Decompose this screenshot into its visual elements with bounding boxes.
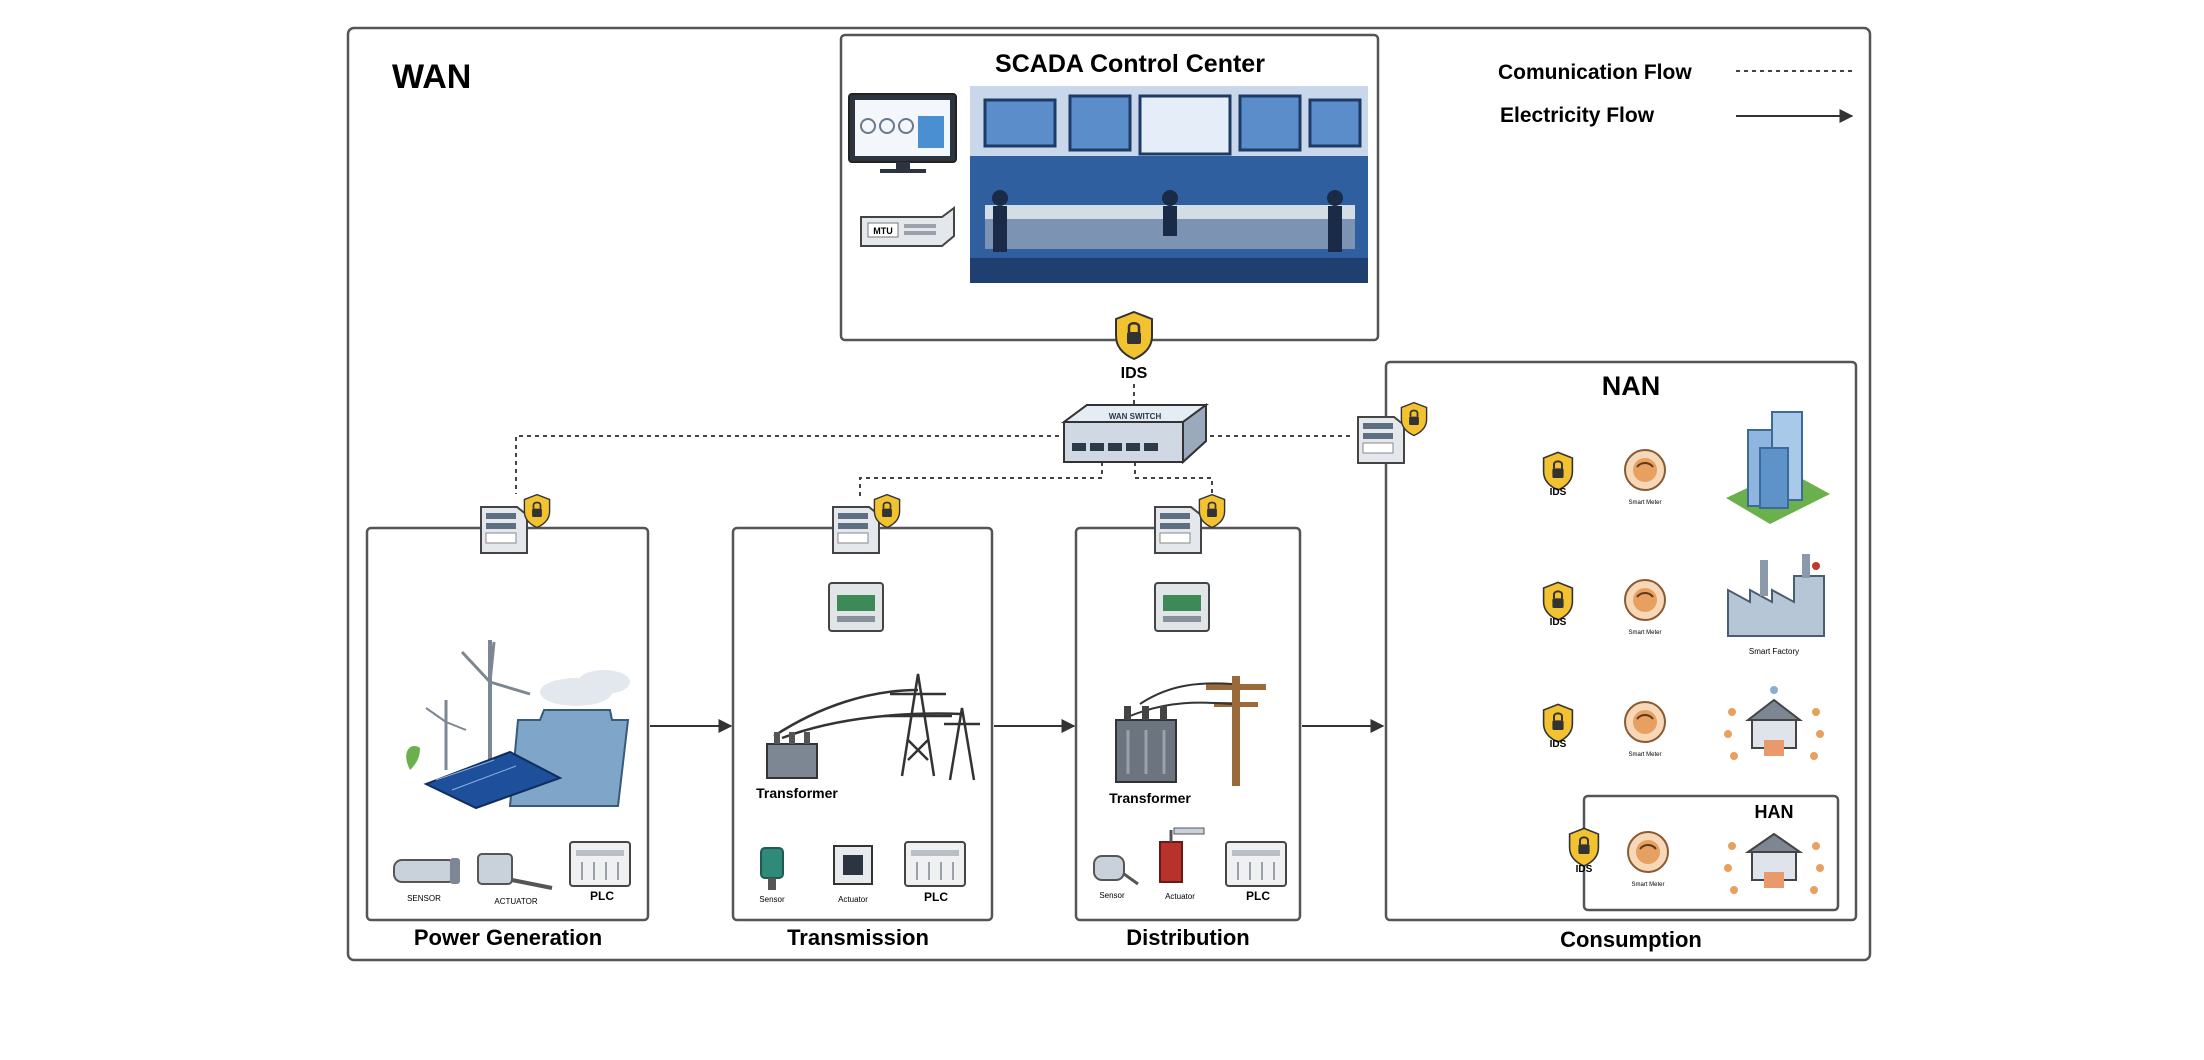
smart-meter-icon bbox=[1627, 831, 1669, 873]
distribution-sensor-label: Sensor bbox=[1099, 891, 1125, 900]
distribution-gateway-server-icon bbox=[1154, 506, 1202, 554]
scada-ids-label: IDS bbox=[1121, 365, 1148, 382]
distribution-title: Distribution bbox=[1126, 925, 1249, 950]
distribution-transformer-icon bbox=[1115, 706, 1177, 783]
distribution-actuator-icon bbox=[1159, 827, 1205, 883]
legend-electricity-flow-label: Electricity Flow bbox=[1500, 104, 1655, 127]
distribution-rtu-icon bbox=[1154, 582, 1210, 632]
scada-ids-shield-icon bbox=[1114, 310, 1154, 361]
actuator-icon bbox=[477, 853, 553, 890]
distribution-ids-shield-icon bbox=[1198, 493, 1226, 529]
smart-meter-icon bbox=[1624, 701, 1666, 743]
smart-meter-label: Smart Meter bbox=[1628, 752, 1661, 758]
mtu-device-icon: MTU bbox=[860, 206, 955, 247]
scada-control-center: SCADA Control Center MTU bbox=[839, 33, 1380, 342]
distribution-sensor-icon bbox=[1093, 855, 1139, 886]
control-room-image bbox=[970, 86, 1368, 283]
generation-ids-shield-icon bbox=[523, 493, 551, 529]
generation-plc-icon bbox=[569, 841, 631, 887]
consumption-title: Consumption bbox=[1560, 927, 1702, 952]
han-label: HAN bbox=[1755, 802, 1794, 822]
generation-actuator-label: ACTUATOR bbox=[494, 897, 537, 906]
smart-factory-icon bbox=[1727, 554, 1825, 637]
transmission-tower-icon bbox=[773, 673, 980, 781]
transmission-title: Transmission bbox=[787, 925, 929, 950]
transmission-transformer-label: Transformer bbox=[756, 785, 838, 801]
ids-label: IDS bbox=[1550, 739, 1567, 750]
smart-meter-icon bbox=[1624, 449, 1666, 491]
generation-gateway-server-icon bbox=[480, 506, 528, 554]
transmission-plc-label: PLC bbox=[924, 890, 948, 904]
wan-label: WAN bbox=[392, 58, 471, 96]
smart-meter-label: Smart Meter bbox=[1631, 882, 1664, 888]
distribution-section: Transformer Sensor Actuator PLC bbox=[1074, 493, 1302, 922]
generation-plc-label: PLC bbox=[590, 889, 614, 903]
transmission-plc-icon bbox=[904, 841, 966, 887]
nan-section: NAN IDS Smart Meter IDS Smart Meter Smar… bbox=[1357, 360, 1858, 922]
transmission-gateway-server-icon bbox=[832, 506, 880, 554]
han-smart-home-icon bbox=[1724, 832, 1824, 894]
transmission-actuator-label: Actuator bbox=[838, 895, 868, 904]
sensor-icon bbox=[393, 858, 460, 884]
wan-switch-label: WAN SWITCH bbox=[1109, 412, 1162, 421]
wan-boundary bbox=[346, 26, 1872, 962]
mtu-label: MTU bbox=[873, 226, 893, 236]
transmission-rtu-icon bbox=[828, 582, 884, 632]
transmission-sensor-icon bbox=[760, 847, 784, 890]
smart-meter-label: Smart Meter bbox=[1628, 630, 1661, 636]
nan-gateway-server-icon bbox=[1357, 416, 1405, 464]
smart-home-icon bbox=[1724, 686, 1824, 760]
han-section: HAN IDS Smart Meter bbox=[1568, 794, 1840, 912]
nan-label: NAN bbox=[1602, 371, 1661, 401]
generation-sensor-label: SENSOR bbox=[407, 894, 441, 903]
ids-label: IDS bbox=[1550, 487, 1567, 498]
smart-building-icon bbox=[1726, 411, 1830, 524]
distribution-actuator-label: Actuator bbox=[1165, 892, 1195, 901]
smart-meter-label: Smart Meter bbox=[1628, 500, 1661, 506]
power-generation-section: SENSOR ACTUATOR PLC bbox=[365, 493, 650, 922]
distribution-transformer-label: Transformer bbox=[1109, 790, 1191, 806]
transmission-sensor-label: Sensor bbox=[759, 895, 785, 904]
scada-title: SCADA Control Center bbox=[995, 50, 1265, 78]
power-generation-title: Power Generation bbox=[414, 925, 602, 950]
distribution-plc-label: PLC bbox=[1246, 889, 1270, 903]
transmission-section: Transformer Sensor Actuator PLC bbox=[731, 493, 994, 922]
smart-factory-label: Smart Factory bbox=[1749, 647, 1799, 656]
ids-label: IDS bbox=[1576, 864, 1593, 875]
transmission-transformer-icon bbox=[766, 732, 818, 779]
power-plant-icon bbox=[406, 640, 630, 810]
hmi-monitor-icon bbox=[848, 93, 957, 173]
smart-meter-icon bbox=[1624, 579, 1666, 621]
legend-communication-flow-label: Comunication Flow bbox=[1498, 61, 1692, 84]
wan-switch-icon: WAN SWITCH bbox=[1060, 403, 1210, 465]
ids-label: IDS bbox=[1550, 617, 1567, 628]
distribution-plc-icon bbox=[1225, 841, 1287, 887]
transmission-actuator-icon bbox=[833, 845, 873, 885]
